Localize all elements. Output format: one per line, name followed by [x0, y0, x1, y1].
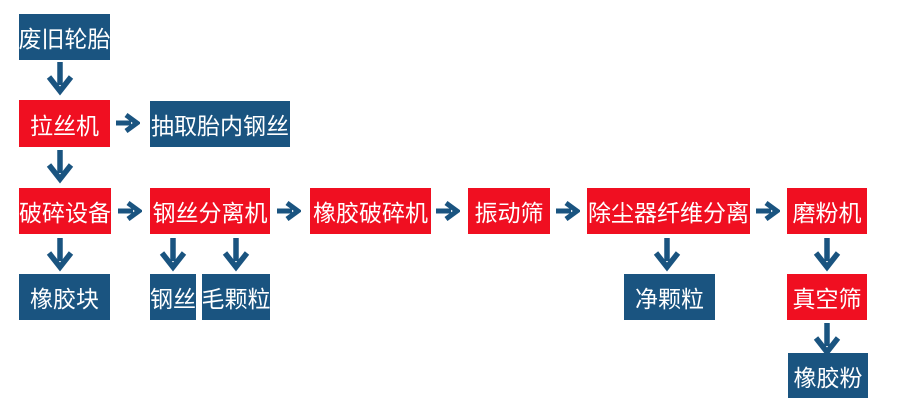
arrow-down-icon [46, 62, 74, 96]
node-rubber-crusher: 橡胶破碎机 [310, 188, 431, 234]
node-wire-drawing-machine: 拉丝机 [19, 100, 110, 147]
node-vacuum-screen: 真空筛 [787, 274, 867, 320]
node-grinding-machine: 磨粉机 [787, 188, 867, 234]
arrow-right-icon [118, 201, 142, 221]
node-clean-granules: 净颗粒 [624, 274, 715, 320]
node-hairy-granules: 毛颗粒 [202, 274, 271, 320]
node-vibrating-screen: 振动筛 [468, 188, 550, 234]
arrow-down-icon [813, 238, 841, 272]
node-rubber-powder: 橡胶粉 [788, 353, 868, 398]
node-steel-wire: 钢丝 [150, 274, 196, 320]
arrow-down-icon [653, 238, 681, 272]
node-rubber-block: 橡胶块 [19, 274, 110, 320]
node-dust-fiber-separator: 除尘器纤维分离 [587, 188, 750, 234]
arrow-right-icon [277, 201, 301, 221]
arrow-down-icon [813, 323, 841, 357]
node-extract-tire-steel-wire: 抽取胎内钢丝 [150, 101, 290, 147]
arrow-right-icon [756, 201, 780, 221]
arrow-right-icon [556, 201, 580, 221]
arrow-down-icon [46, 150, 74, 184]
node-waste-tire: 废旧轮胎 [19, 14, 111, 60]
arrow-right-icon [436, 201, 460, 221]
arrow-down-icon [159, 238, 187, 272]
node-crushing-equipment: 破碎设备 [19, 188, 111, 234]
arrow-right-icon [116, 113, 140, 133]
arrow-down-icon [222, 238, 250, 272]
arrow-down-icon [46, 238, 74, 272]
node-steel-wire-separator: 钢丝分离机 [150, 188, 270, 234]
